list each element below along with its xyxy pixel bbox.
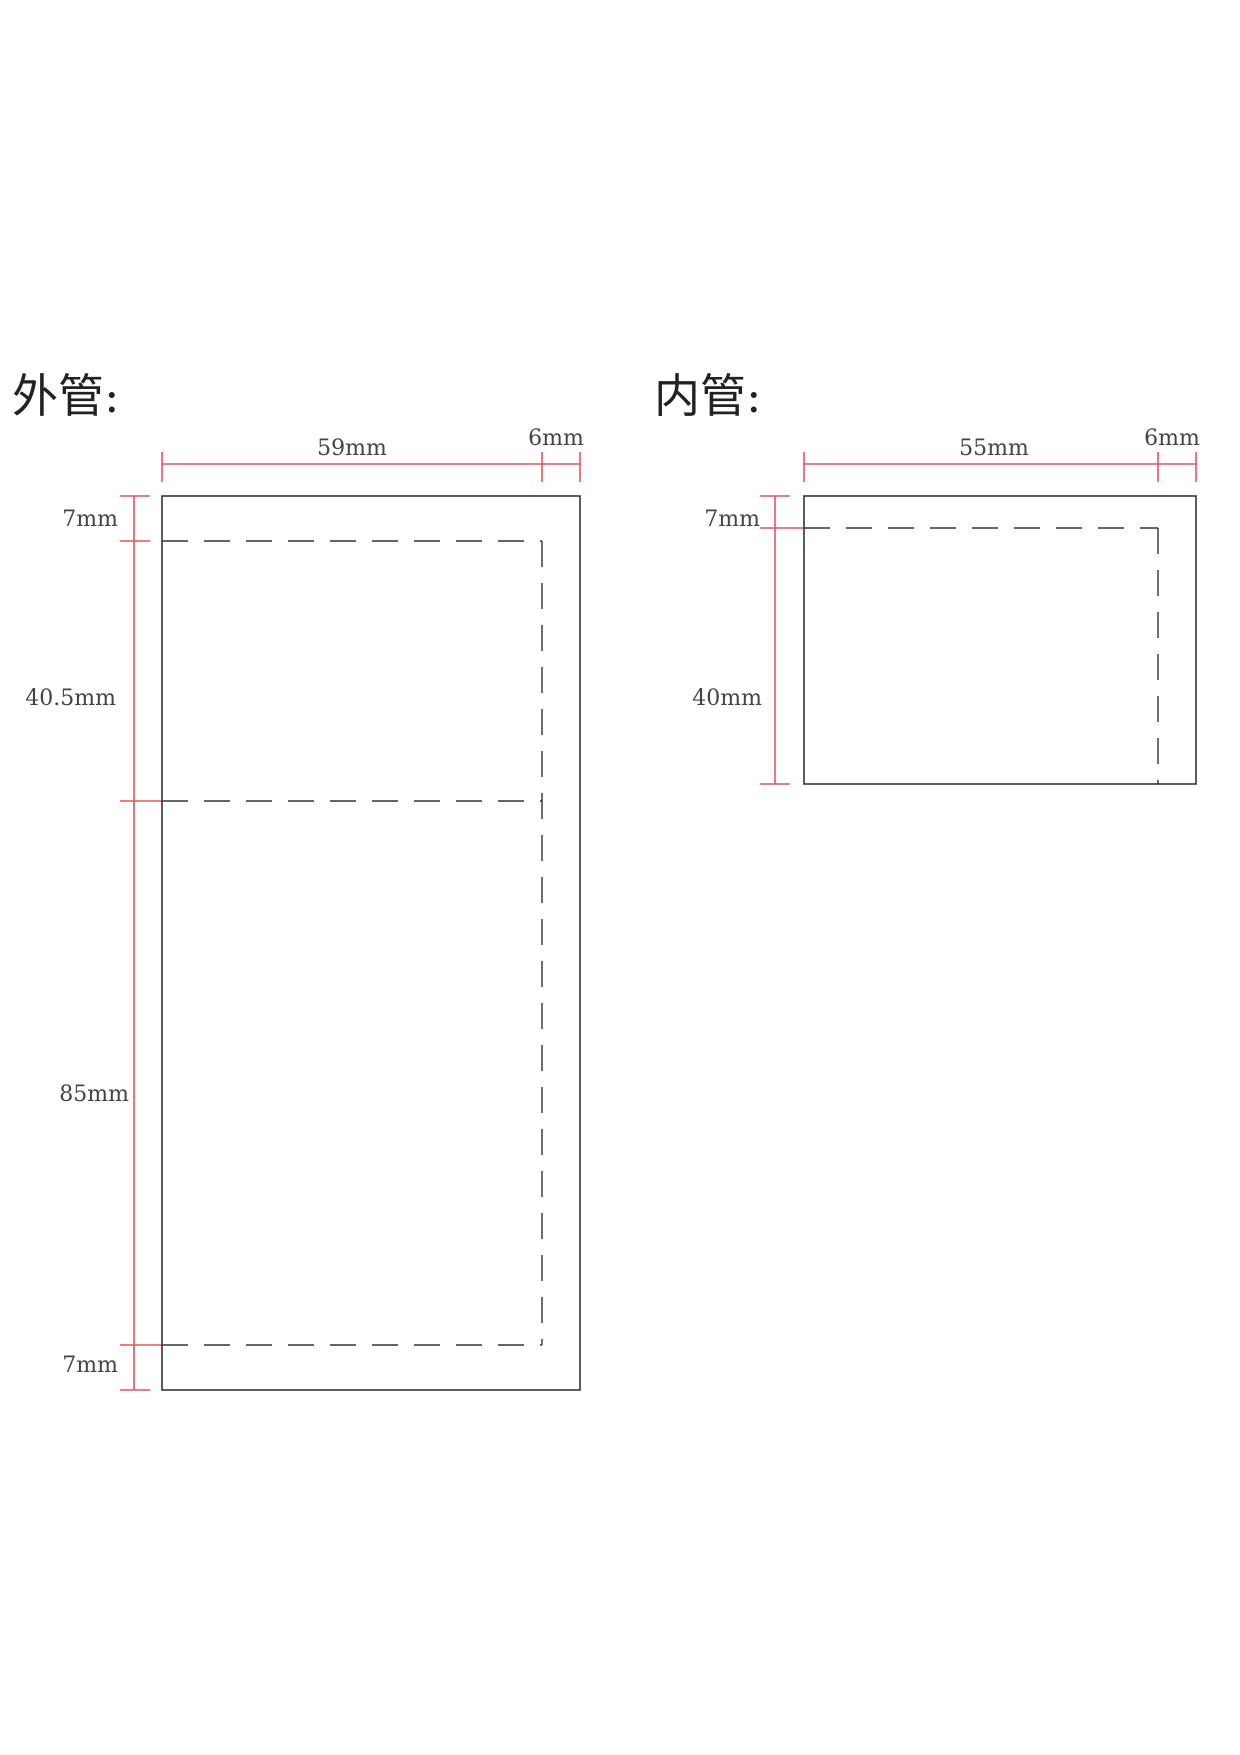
outer-fold-lines <box>162 540 543 1346</box>
outer-tube-title: 外管: <box>12 369 120 423</box>
inner-width-dimension <box>803 452 1197 482</box>
outer-width-dimension <box>161 452 581 482</box>
outer-segment-label-top: 7mm <box>62 507 118 532</box>
inner-height-dimension <box>760 495 804 785</box>
outer-height-dimension <box>120 495 162 1391</box>
inner-flap-label: 6mm <box>1144 426 1200 451</box>
outer-tube-outline <box>161 495 581 1391</box>
inner-segment-label-top: 7mm <box>704 507 760 532</box>
inner-tube: 内管: 55mm 6mm 7mm 40mm <box>654 369 1200 785</box>
inner-fold-lines <box>804 527 1159 784</box>
outer-segment-label-body: 85mm <box>59 1082 129 1107</box>
inner-width-label: 55mm <box>959 436 1029 461</box>
outer-flap-label: 6mm <box>528 426 584 451</box>
outer-segment-label-bottom: 7mm <box>62 1353 118 1378</box>
inner-tube-outline <box>803 495 1197 785</box>
outer-width-label: 59mm <box>317 436 387 461</box>
inner-segment-label-body: 40mm <box>692 686 762 711</box>
inner-tube-title: 内管: <box>654 369 762 423</box>
outer-tube: 外管: 59mm 6mm 7mm 40.5mm 85mm 7mm <box>12 369 584 1391</box>
outer-segment-label-window: 40.5mm <box>25 686 116 711</box>
